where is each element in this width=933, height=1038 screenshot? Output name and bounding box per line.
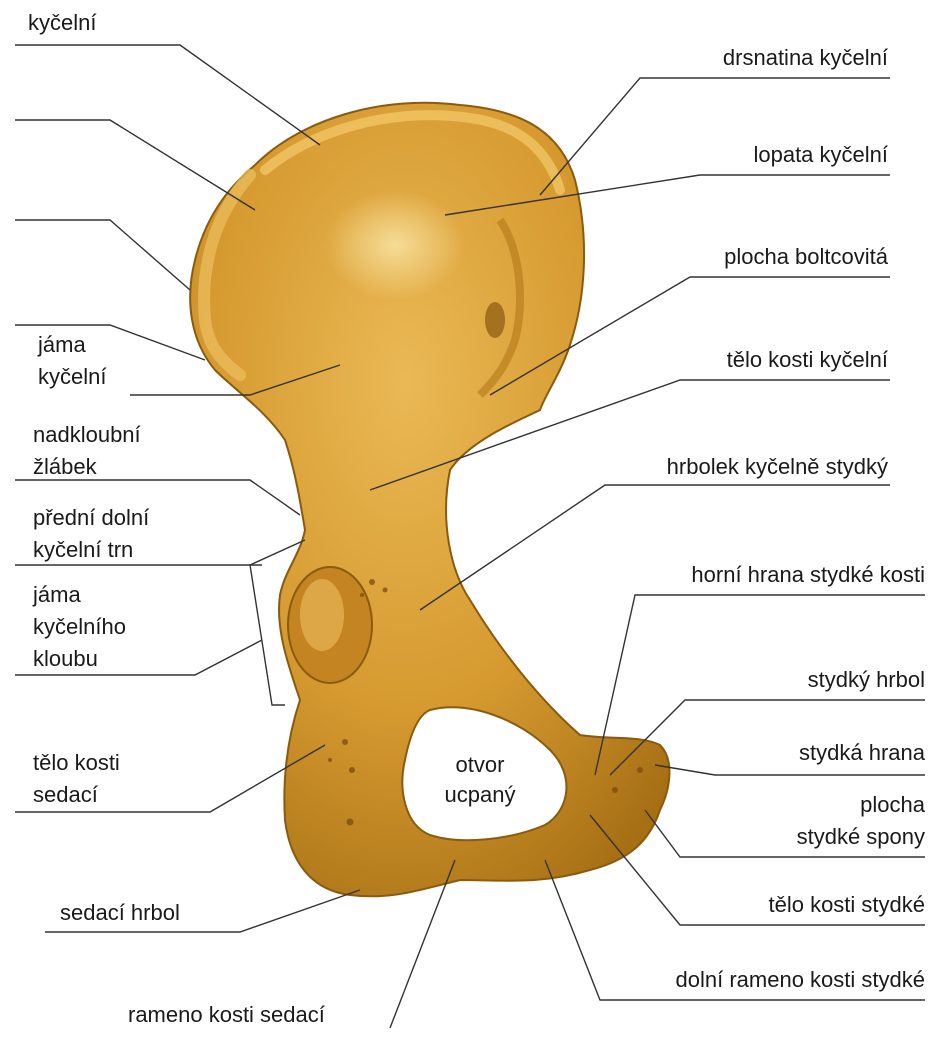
label-kycelni: kyčelní — [28, 8, 96, 38]
label-jama-kycelni-line1: jáma — [38, 330, 86, 360]
acetabulum-highlight — [300, 579, 344, 651]
label-nadkloubni-line1: nadkloubní — [33, 420, 141, 450]
label-rameno-kosti-sedaci: rameno kosti sedací — [128, 1000, 325, 1030]
label-hrbolek-kycelne-stydky: hrbolek kyčelně stydký — [667, 452, 888, 482]
label-otvor-line1: otvor — [430, 750, 530, 780]
label-predni-trn-line2: kyčelní trn — [33, 535, 133, 565]
label-telo-sedaci-line1: tělo kosti — [33, 748, 120, 778]
label-telo-kosti-stydke: tělo kosti stydké — [768, 890, 925, 920]
label-stydky-hrbol: stydký hrbol — [808, 665, 925, 695]
label-lopata-kycelni: lopata kyčelní — [753, 140, 888, 170]
label-telo-kosti-kycelni: tělo kosti kyčelní — [727, 345, 888, 375]
label-dolni-rameno: dolní rameno kosti stydké — [676, 965, 925, 995]
label-nadkloubni-line2: žlábek — [33, 452, 97, 482]
label-plocha-boltcovita: plocha boltcovitá — [724, 242, 888, 272]
label-telo-sedaci-line2: sedací — [33, 780, 98, 810]
label-horni-hrana: horní hrana stydké kosti — [691, 560, 925, 590]
label-jama-kycelni-line2: kyčelní — [38, 362, 106, 392]
label-jama-kloubu-line2: kyčelního — [33, 612, 126, 642]
leader-left-2 — [15, 220, 190, 290]
leader-drsnatina — [540, 78, 890, 195]
leader-kycelni — [15, 45, 320, 145]
auricular-spot — [485, 302, 505, 338]
label-stydka-hrana: stydká hrana — [799, 738, 925, 768]
bracket-jama-kloubu — [250, 565, 285, 705]
label-drsnatina-kycelni: drsnatina kyčelní — [723, 43, 888, 73]
label-plocha-spony-line2: stydké spony — [797, 822, 925, 852]
label-plocha-spony-line1: plocha — [860, 790, 925, 820]
leader-left-1 — [15, 120, 255, 210]
label-predni-trn-line1: přední dolní — [33, 503, 149, 533]
leader-hrbolek — [420, 485, 890, 610]
label-jama-kloubu-line3: kloubu — [33, 644, 98, 674]
label-sedaci-hrbol: sedací hrbol — [60, 898, 180, 928]
label-jama-kloubu-line1: jáma — [33, 580, 81, 610]
wing-pale-spot — [325, 190, 465, 300]
label-otvor-line2: ucpaný — [420, 780, 540, 810]
